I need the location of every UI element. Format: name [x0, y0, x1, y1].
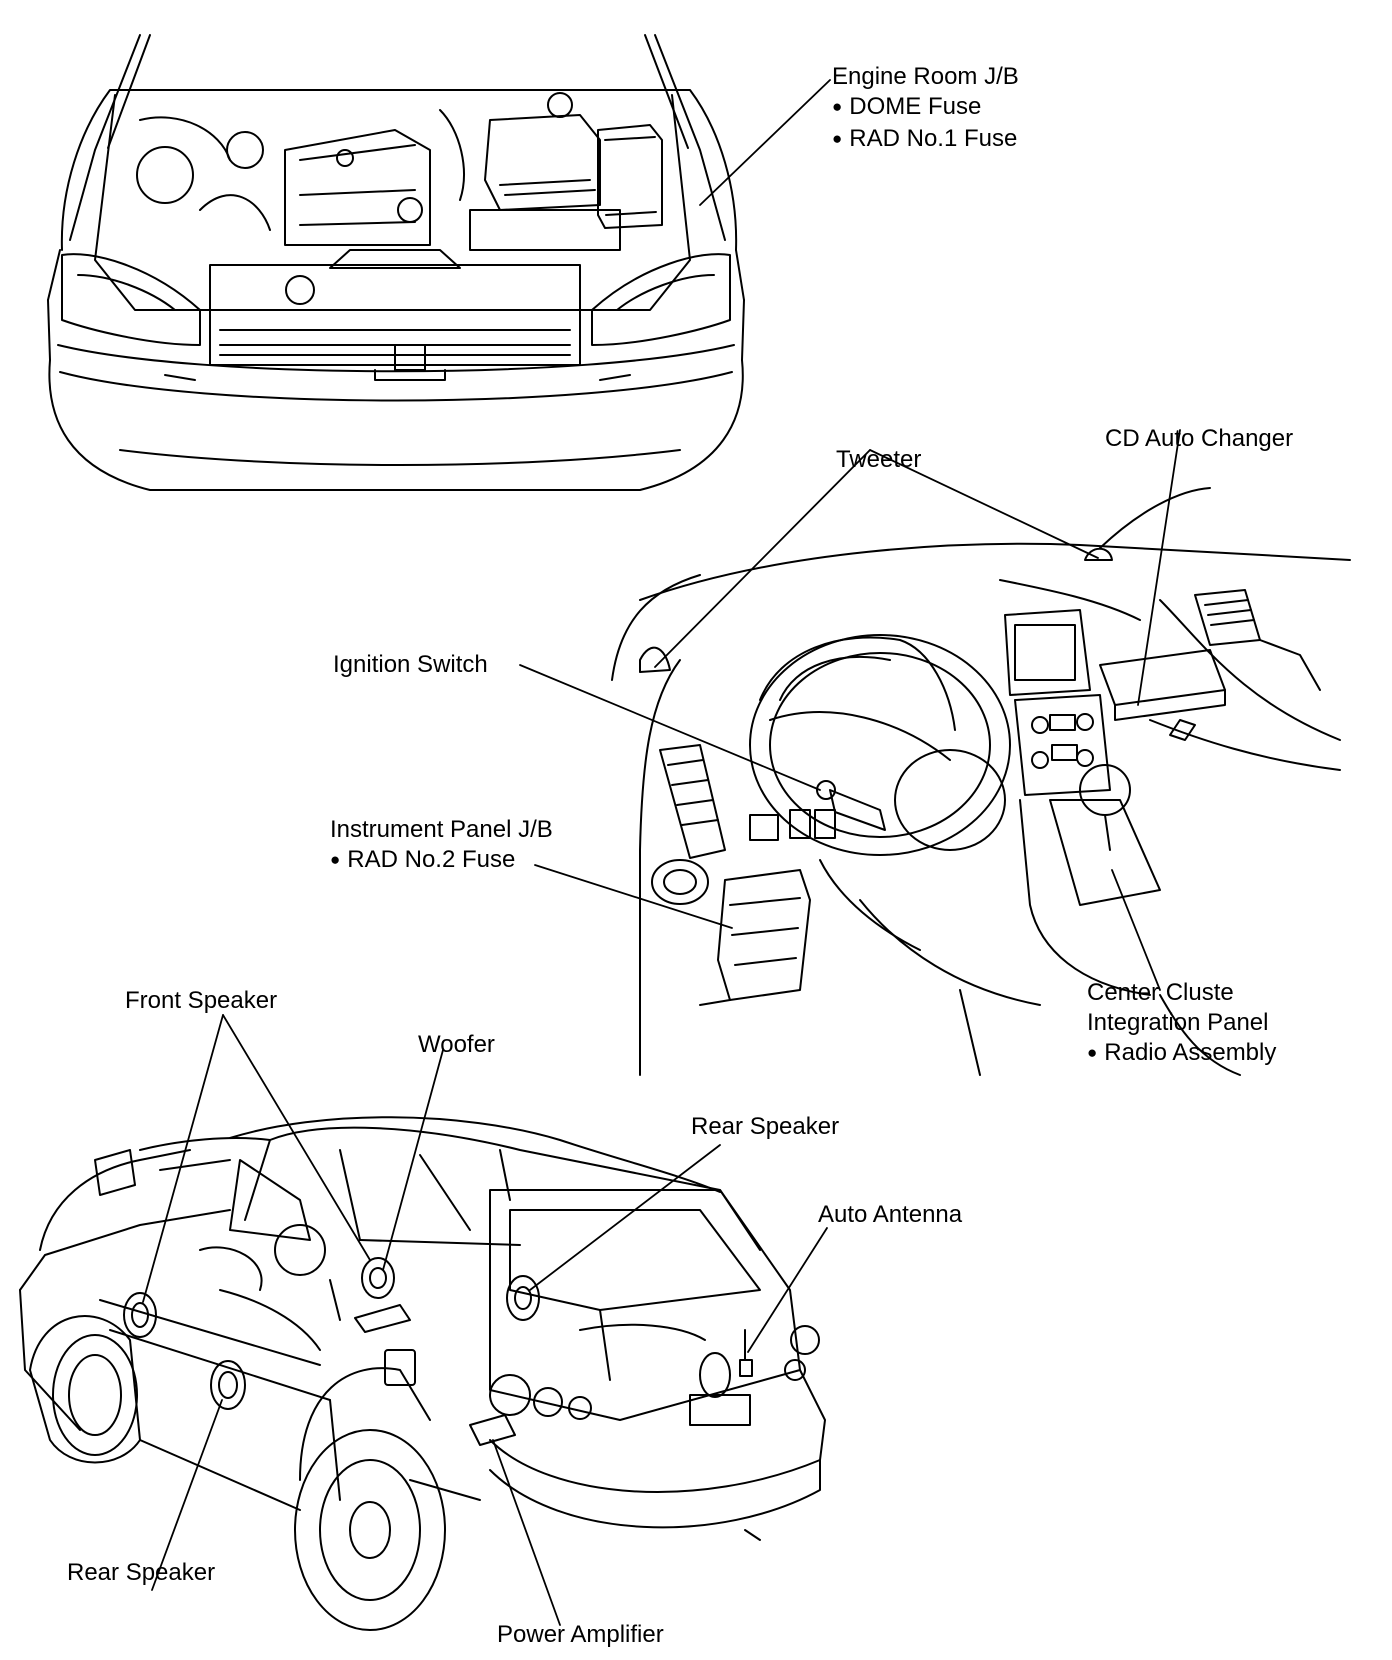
- power-amplifier-label: Power Amplifier: [497, 1621, 664, 1648]
- rear-speaker-bottom-label: Rear Speaker: [67, 1559, 216, 1586]
- rear-speaker-top-label: Rear Speaker: [691, 1113, 840, 1140]
- instrument-panel-jb-label: Instrument Panel J/B RAD No.2 Fuse: [330, 815, 553, 877]
- leader-lines: [142, 79, 1181, 1626]
- rad-no2-fuse-label: RAD No.2 Fuse: [330, 845, 553, 877]
- front-speaker-label: Front Speaker: [125, 987, 278, 1014]
- vehicle-drawing: [19, 1116, 826, 1631]
- dome-fuse-label: DOME Fuse: [832, 92, 1019, 124]
- radio-assembly-label: Radio Assembly: [1087, 1038, 1276, 1070]
- woofer-label: Woofer: [418, 1031, 495, 1058]
- tweeter-label: Tweeter: [836, 446, 922, 473]
- ignition-switch-label: Ignition Switch: [333, 651, 488, 678]
- auto-antenna-label: Auto Antenna: [818, 1201, 963, 1228]
- engine-room-jb-label: Engine Room J/B DOME Fuse RAD No.1 Fuse: [832, 62, 1019, 156]
- center-cluster-line-2: Integration Panel: [1087, 1009, 1269, 1036]
- rad-no1-fuse-label: RAD No.1 Fuse: [832, 124, 1019, 156]
- engine-room-drawing: [47, 34, 745, 491]
- center-cluster-label: Center Cluste Integration Panel Radio As…: [1087, 978, 1276, 1070]
- instrument-panel-jb-title: Instrument Panel J/B: [330, 816, 553, 843]
- cd-auto-changer-label: CD Auto Changer: [1105, 425, 1294, 452]
- engine-room-jb-title: Engine Room J/B: [832, 63, 1019, 90]
- instrument-panel-drawing: [611, 487, 1351, 1076]
- center-cluster-line-1: Center Cluste: [1087, 979, 1234, 1006]
